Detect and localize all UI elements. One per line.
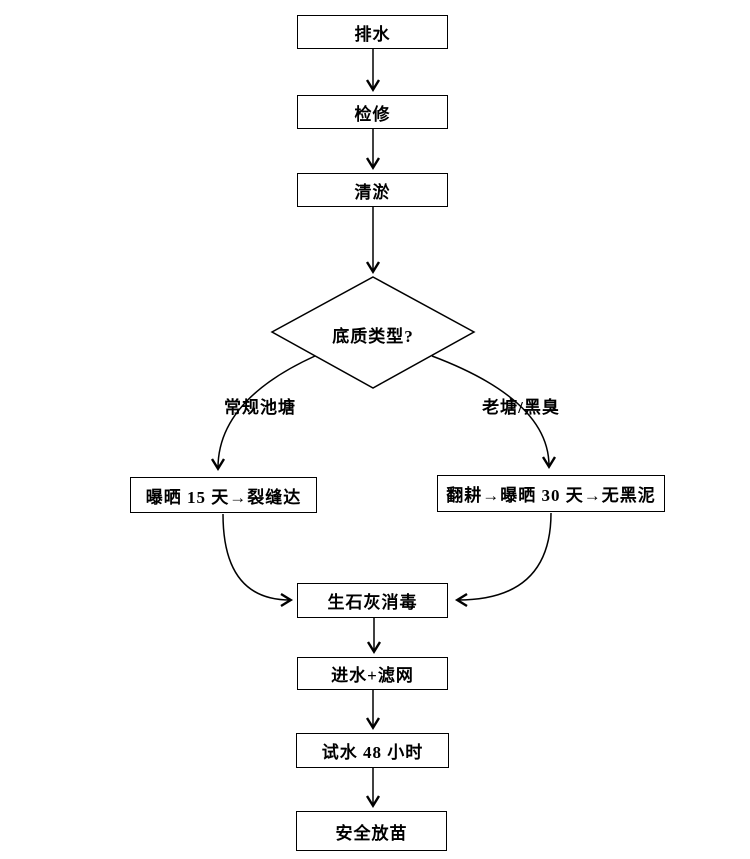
node-dredge: 清淤 (297, 173, 448, 207)
node-test: 试水 48 小时 (296, 733, 449, 768)
arrow-sun-left-to-lime (222, 513, 294, 608)
node-intake: 进水+滤网 (297, 657, 448, 690)
node-sun-left: 曝晒 15 天→裂缝达 (130, 477, 317, 513)
branch-label-right: 老塘/黑臭 (482, 398, 560, 417)
node-lime: 生石灰消毒 (297, 583, 448, 618)
node-dredge-label: 清淤 (354, 182, 391, 202)
arrow-decision-to-sun-right (431, 355, 557, 470)
node-drain: 排水 (297, 15, 448, 49)
node-overhaul-label: 检修 (354, 104, 391, 124)
node-stock-label: 安全放苗 (335, 823, 408, 843)
node-intake-label: 进水+滤网 (331, 666, 414, 685)
branch-label-left: 常规池塘 (224, 398, 296, 417)
node-sun-right-label: 翻耕→曝晒 30 天→无黑泥 (446, 486, 656, 505)
decision-diamond (270, 276, 476, 389)
arrow-sun-right-to-lime (454, 512, 552, 608)
node-drain-label: 排水 (354, 24, 391, 44)
node-decision-label: 底质类型? (332, 327, 414, 346)
node-test-label: 试水 48 小时 (321, 743, 424, 762)
arrow-decision-to-sun-left (210, 355, 316, 472)
node-sun-left-label: 曝晒 15 天→裂缝达 (145, 487, 302, 507)
node-stock: 安全放苗 (296, 811, 447, 851)
node-overhaul: 检修 (297, 95, 448, 129)
node-lime-label: 生石灰消毒 (327, 593, 418, 612)
node-sun-right: 翻耕→曝晒 30 天→无黑泥 (437, 475, 665, 512)
